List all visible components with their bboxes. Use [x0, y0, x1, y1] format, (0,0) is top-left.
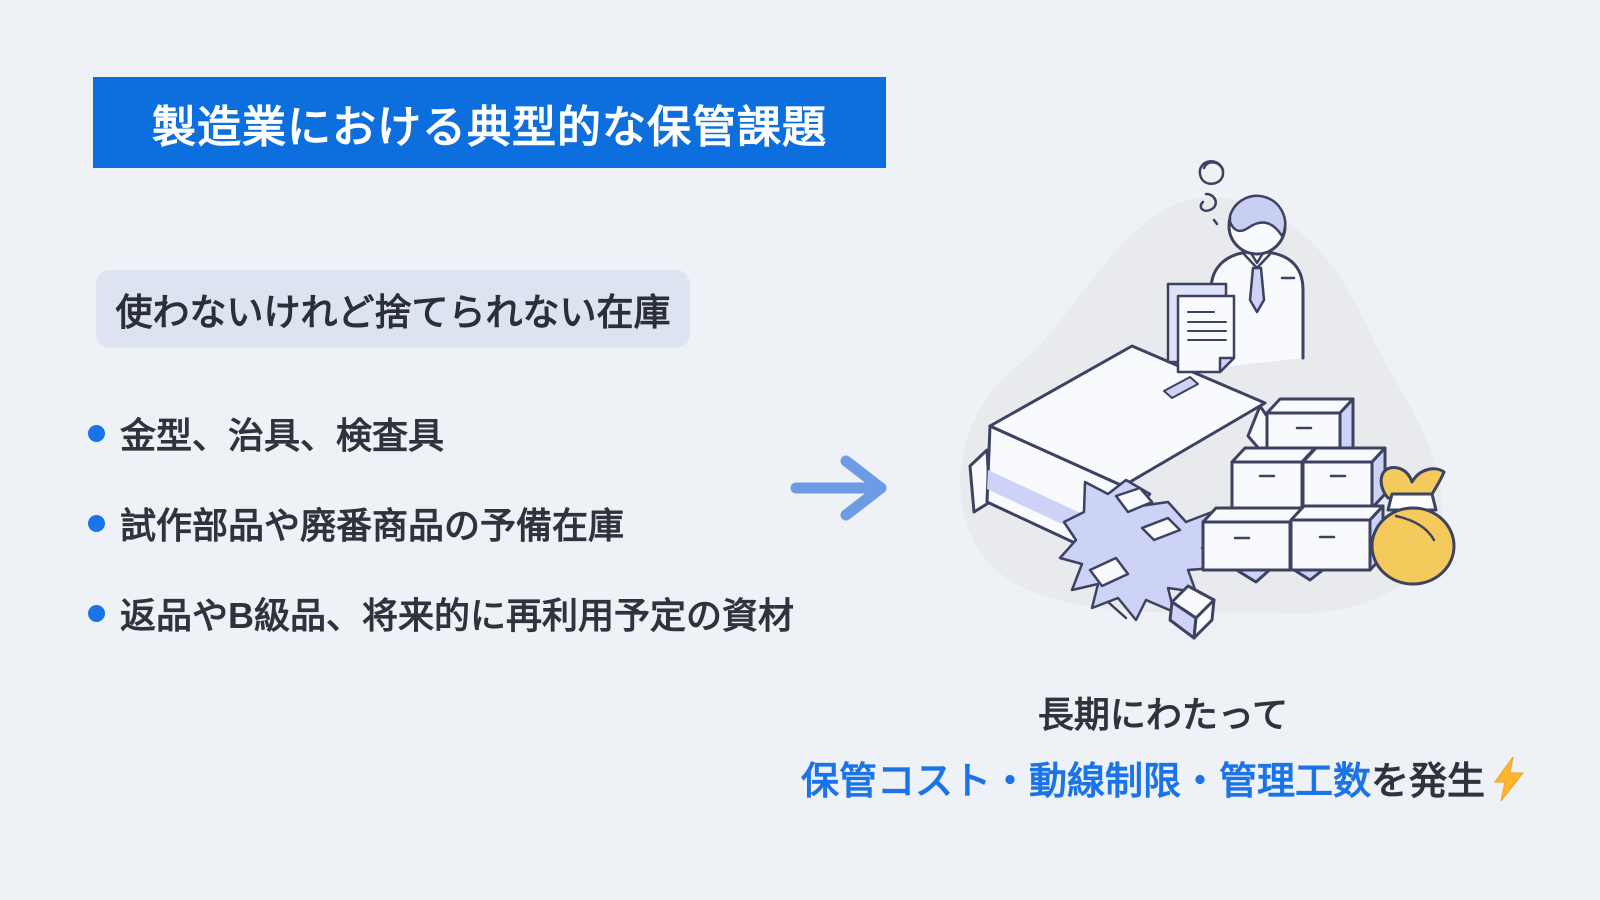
title-banner: 製造業における典型的な保管課題: [93, 77, 886, 168]
list-item-label: 試作部品や廃番商品の予備在庫: [120, 505, 625, 546]
caption-line1: 長期にわたって: [1037, 694, 1289, 735]
right-arrow-icon: [790, 452, 900, 524]
list-item: 返品やB級品、将来的に再利用予定の資材: [88, 591, 794, 636]
bullet-dot-icon: [88, 514, 105, 532]
list-item-label: 返品やB級品、将来的に再利用予定の資材: [120, 595, 794, 636]
caption-line2: 保管コスト・動線制限・管理工数を発生: [800, 750, 1526, 811]
list-item: 試作部品や廃番商品の予備在庫: [88, 501, 624, 546]
subtitle-pill: 使わないけれど捨てられない在庫: [96, 270, 690, 348]
list-item: 金型、治具、検査具: [88, 411, 444, 456]
subtitle-text: 使わないけれど捨てられない在庫: [115, 292, 671, 333]
list-item-label: 金型、治具、検査具: [120, 415, 445, 456]
tie: [1248, 266, 1266, 314]
lightning-bolt-icon: [1493, 756, 1525, 811]
caption-rest: を発生: [1371, 761, 1486, 803]
spill-fragments: [1088, 486, 1182, 588]
small-cube: [1106, 584, 1216, 640]
caption-block: 長期にわたって 保管コスト・動線制限・管理工数を発生: [800, 686, 1526, 811]
caption-highlight: 保管コスト・動線制限・管理工数: [800, 761, 1371, 803]
confusion-scribble-icon: [1198, 160, 1225, 226]
bullet-dot-icon: [88, 604, 105, 622]
money-bag-icon: [1370, 466, 1456, 586]
person-figure: [1209, 194, 1305, 370]
document-papers: [1166, 282, 1236, 374]
bullet-dot-icon: [88, 424, 105, 442]
storage-clutter-illustration: [930, 150, 1470, 650]
page-title: 製造業における典型的な保管課題: [152, 102, 827, 152]
hair: [1228, 194, 1287, 238]
